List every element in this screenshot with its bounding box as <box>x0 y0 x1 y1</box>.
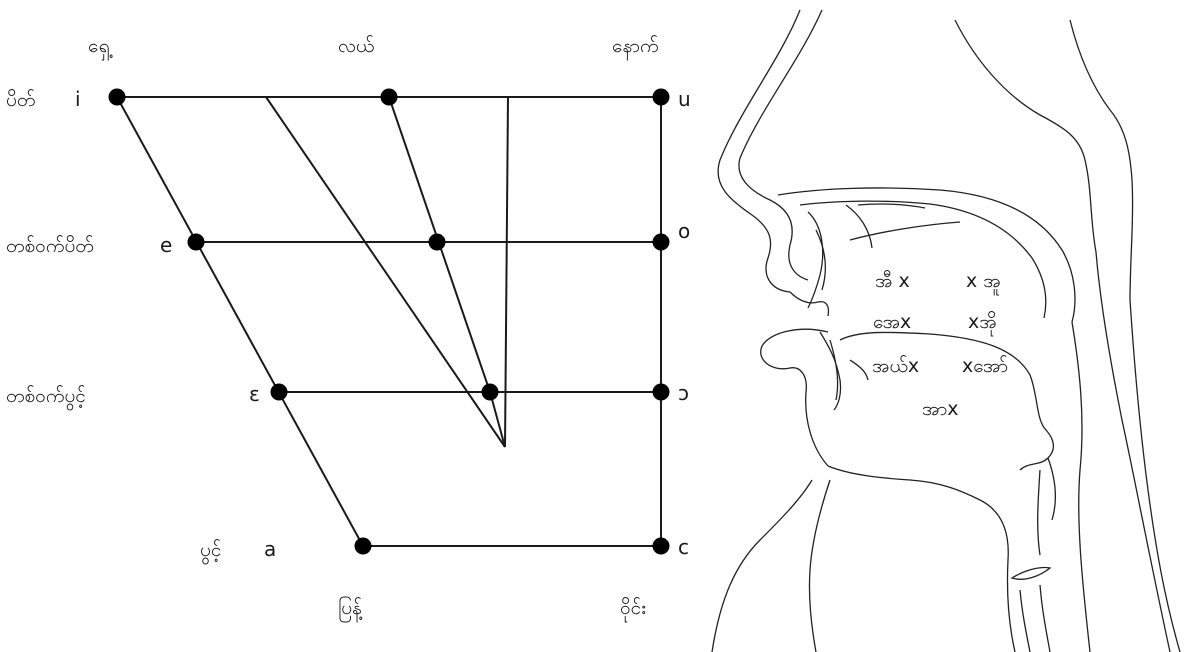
node-central-close-mid <box>429 234 446 251</box>
lower-gum <box>850 360 868 380</box>
head-label-row1-left: အီ x <box>875 269 910 292</box>
column-label-front: ရှေ့ <box>88 35 113 61</box>
node-open-o <box>653 384 670 401</box>
vowel-chart: ရှေ့ လယ် နောက် ပိတ် တစ်ဝက်ပိတ် တစ်ဝက်ပွင… <box>6 34 691 623</box>
pharynx-back <box>1096 252 1170 652</box>
edge-return <box>490 392 505 447</box>
back-of-skull <box>1070 20 1133 300</box>
edge-front <box>117 97 363 546</box>
row-label-close: ပိတ် <box>6 88 35 111</box>
vocal-folds <box>1012 567 1050 579</box>
vowel-open-o: ɔ <box>678 381 689 405</box>
vowel-u: u <box>678 87 691 111</box>
head-cross-section: အီ x x အူ အေx xအို အယ်x xအော် အာx <box>712 10 1180 652</box>
node-central-close <box>381 89 398 106</box>
bottom-label-rounded: ဝိုင်း <box>620 596 646 623</box>
epiglottis <box>1038 458 1056 555</box>
lower-teeth <box>820 332 841 410</box>
nasal-passage <box>955 20 1096 252</box>
row-label-open-mid: တစ်ဝက်ပွင့် <box>6 384 86 411</box>
vowel-o: o <box>678 219 690 243</box>
vowel-epsilon: ɛ <box>249 382 260 406</box>
edge-vertical-inner <box>505 97 508 447</box>
spine-front <box>1130 300 1180 652</box>
neck-front <box>809 480 830 652</box>
jaw-inner <box>712 480 812 652</box>
node-epsilon <box>271 384 288 401</box>
head-label-row3-left: အယ်x <box>872 354 919 377</box>
vowel-i: i <box>75 87 81 111</box>
node-c <box>653 538 670 555</box>
trachea <box>1020 585 1050 652</box>
face-profile <box>718 10 800 292</box>
node-i <box>109 89 126 106</box>
pharynx-front <box>1072 322 1090 652</box>
node-o <box>653 234 670 251</box>
chin <box>828 466 1015 652</box>
head-label-row2-right: xအို <box>968 310 997 337</box>
vowel-a: a <box>264 537 276 561</box>
node-a <box>355 538 372 555</box>
head-label-row4: အာx <box>922 398 959 420</box>
palate-inner <box>800 201 1046 318</box>
head-label-row2-left: အေx <box>873 311 911 333</box>
row-label-close-mid: တစ်ဝက်ပိတ် <box>6 234 94 257</box>
vowel-c: c <box>678 535 689 559</box>
node-u <box>653 89 670 106</box>
vowel-e: e <box>160 233 172 257</box>
palate-fold <box>846 204 960 248</box>
node-central-open-mid <box>482 384 499 401</box>
head-label-row3-right: xအော် <box>962 354 1008 377</box>
head-label-row1-right: x အူ <box>966 270 1001 296</box>
row-label-open: ပွင့် <box>200 538 222 565</box>
lower-lip <box>761 329 828 466</box>
node-e <box>188 234 205 251</box>
column-label-central: လယ် <box>338 34 374 57</box>
edge-diagonal <box>266 97 505 447</box>
column-label-back: နောက် <box>612 34 659 61</box>
bottom-label-unrounded: ပြန့် <box>338 595 362 623</box>
upper-teeth <box>808 212 825 308</box>
